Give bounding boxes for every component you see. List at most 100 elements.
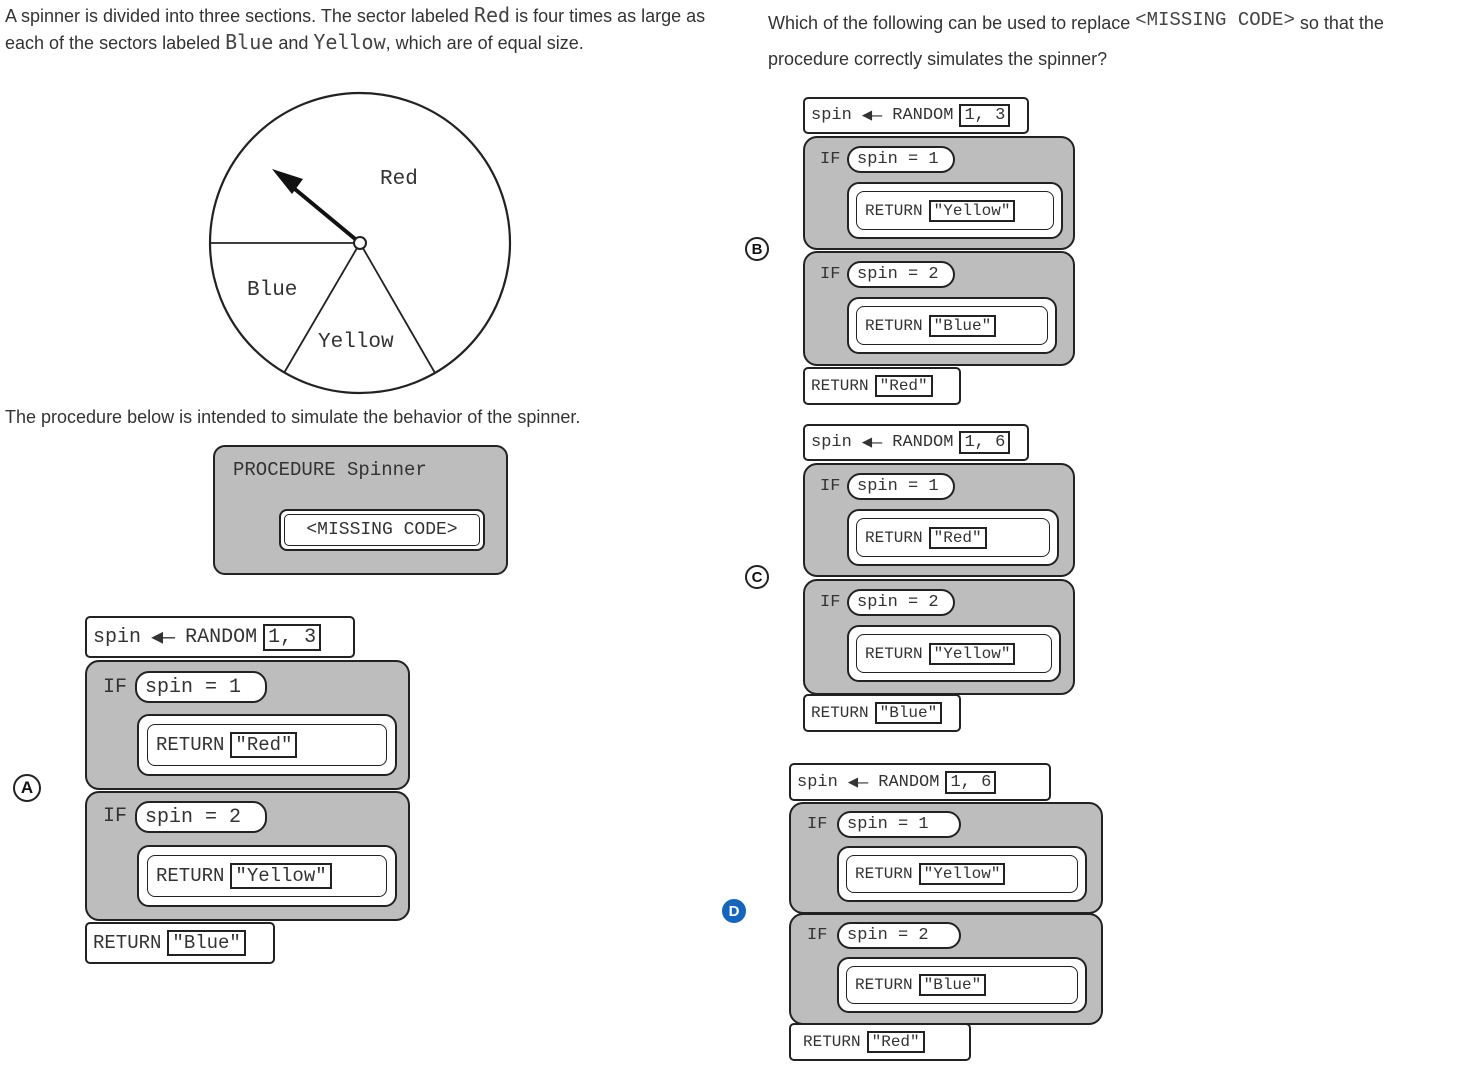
spinner-label-blue: Blue bbox=[247, 279, 297, 302]
option-c-final-return: RETURN "Blue" bbox=[803, 694, 961, 732]
return-value: "Yellow" bbox=[928, 642, 1016, 665]
if-keyword: IF bbox=[820, 150, 841, 169]
return-inner: RETURN "Yellow" bbox=[856, 634, 1052, 673]
procedure-header: PROCEDURE Spinner bbox=[233, 459, 427, 481]
option-b-badge[interactable]: B bbox=[745, 237, 769, 261]
return-block: RETURN "Blue" bbox=[847, 297, 1057, 354]
return-block: RETURN "Yellow" bbox=[847, 182, 1063, 239]
if-condition: spin = 2 bbox=[837, 922, 961, 949]
option-d-if-2: IF spin = 2 RETURN "Blue" bbox=[789, 913, 1103, 1025]
return-inner: RETURN "Yellow" bbox=[856, 191, 1054, 230]
return-value: "Blue" bbox=[928, 314, 997, 337]
left-arrow-icon: ◀— bbox=[861, 434, 883, 453]
code-yellow: Yellow bbox=[313, 30, 386, 54]
procedure-description: The procedure below is intended to simul… bbox=[5, 407, 581, 427]
return-keyword: RETURN bbox=[855, 865, 913, 883]
if-condition: spin = 2 bbox=[135, 801, 267, 833]
spinner-label-yellow: Yellow bbox=[318, 331, 394, 354]
return-keyword: RETURN bbox=[865, 201, 923, 220]
random-keyword: RANDOM bbox=[892, 106, 954, 125]
return-block: RETURN "Red" bbox=[847, 509, 1059, 566]
return-keyword: RETURN bbox=[811, 377, 869, 395]
if-keyword: IF bbox=[807, 926, 828, 945]
intro-paragraph: A spinner is divided into three sections… bbox=[5, 2, 710, 56]
return-inner: RETURN "Blue" bbox=[856, 306, 1048, 345]
if-condition: spin = 2 bbox=[847, 589, 955, 616]
return-inner: RETURN "Blue" bbox=[846, 966, 1078, 1004]
return-keyword: RETURN bbox=[811, 704, 869, 722]
if-condition: spin = 1 bbox=[847, 473, 955, 500]
if-keyword: IF bbox=[807, 815, 828, 834]
return-block: RETURN"Yellow" bbox=[137, 845, 397, 907]
question-part-2: so that the procedure correctly simulate… bbox=[768, 13, 1384, 69]
intro-text-3: and bbox=[273, 33, 314, 53]
intro-text-4: , which are of equal size. bbox=[385, 33, 584, 53]
missing-code-inner: <MISSING CODE> bbox=[284, 514, 480, 546]
assign-var: spin bbox=[811, 433, 852, 452]
option-c-if-2: IF spin = 2 RETURN"Yellow" bbox=[803, 579, 1075, 695]
return-value: "Red" bbox=[928, 526, 987, 549]
random-range: 1, 3 bbox=[263, 623, 322, 651]
spinner-label-red: Red bbox=[380, 168, 418, 191]
option-b-final-return: RETURN "Red" bbox=[803, 367, 961, 405]
return-keyword: RETURN bbox=[156, 865, 225, 887]
if-condition: spin = 1 bbox=[847, 146, 955, 173]
intro-text-1: A spinner is divided into three sections… bbox=[5, 6, 474, 26]
return-value: "Blue" bbox=[874, 702, 943, 724]
return-keyword: RETURN bbox=[803, 1033, 861, 1051]
question-part-1: Which of the following can be used to re… bbox=[768, 13, 1136, 33]
missing-code-box: <MISSING CODE> bbox=[279, 509, 485, 551]
random-keyword: RANDOM bbox=[185, 625, 258, 649]
left-arrow-icon: ◀— bbox=[861, 107, 883, 126]
if-keyword: IF bbox=[820, 477, 841, 496]
random-keyword: RANDOM bbox=[878, 772, 940, 792]
return-value: "Yellow" bbox=[928, 199, 1016, 222]
random-range: 1, 3 bbox=[959, 104, 1011, 127]
question-text: Which of the following can be used to re… bbox=[768, 2, 1468, 77]
procedure-block: PROCEDURE Spinner <MISSING CODE> bbox=[213, 445, 508, 575]
if-condition: spin = 2 bbox=[847, 261, 955, 288]
return-value: "Red" bbox=[230, 732, 298, 758]
option-b-if-1: IF spin = 1 RETURN "Yellow" bbox=[803, 136, 1075, 250]
left-arrow-icon: ◀— bbox=[847, 773, 869, 793]
return-value: "Yellow" bbox=[918, 863, 1006, 885]
return-value: "Red" bbox=[874, 375, 933, 397]
return-inner: RETURN "Yellow" bbox=[846, 855, 1078, 893]
return-block: RETURN "Blue" bbox=[837, 957, 1087, 1013]
return-value: "Blue" bbox=[918, 974, 987, 996]
return-block: RETURN "Yellow" bbox=[847, 625, 1061, 682]
left-arrow-icon: ◀— bbox=[151, 627, 176, 650]
intro-text-2: is four times as large as each of the se… bbox=[5, 6, 706, 53]
random-range: 1, 6 bbox=[959, 431, 1011, 454]
return-keyword: RETURN bbox=[855, 976, 913, 994]
option-d-badge[interactable]: D bbox=[722, 899, 746, 923]
option-d-final-return: RETURN "Red" bbox=[789, 1023, 971, 1061]
return-keyword: RETURN bbox=[865, 316, 923, 335]
return-keyword: RETURN bbox=[865, 528, 923, 547]
if-keyword: IF bbox=[103, 676, 128, 699]
if-condition: spin = 1 bbox=[837, 811, 961, 838]
return-keyword: RETURN bbox=[156, 734, 225, 756]
return-value: "Blue" bbox=[167, 930, 246, 956]
assign-var: spin bbox=[93, 625, 142, 649]
option-d-if-1: IF spin = 1 RETURN "Yellow" bbox=[789, 802, 1103, 914]
random-range: 1, 6 bbox=[945, 770, 997, 794]
if-condition: spin = 1 bbox=[135, 671, 267, 703]
option-c-assign: spin ◀— RANDOM 1, 6 bbox=[803, 424, 1029, 461]
assign-var: spin bbox=[797, 772, 838, 792]
option-a-badge[interactable]: A bbox=[13, 774, 41, 802]
return-keyword: RETURN bbox=[865, 644, 923, 663]
missing-code-label: <MISSING CODE> bbox=[306, 520, 458, 540]
return-value: "Red" bbox=[866, 1031, 925, 1053]
return-value: "Yellow" bbox=[230, 863, 332, 889]
option-c-badge[interactable]: C bbox=[745, 565, 769, 589]
return-inner: RETURN "Red" bbox=[856, 518, 1050, 557]
random-keyword: RANDOM bbox=[892, 433, 954, 452]
return-block: RETURN"Red" bbox=[137, 714, 397, 776]
if-keyword: IF bbox=[103, 805, 128, 828]
question-missing-code: <MISSING CODE> bbox=[1135, 9, 1295, 31]
option-c-if-1: IF spin = 1 RETURN "Red" bbox=[803, 463, 1075, 577]
code-red: Red bbox=[473, 3, 511, 27]
